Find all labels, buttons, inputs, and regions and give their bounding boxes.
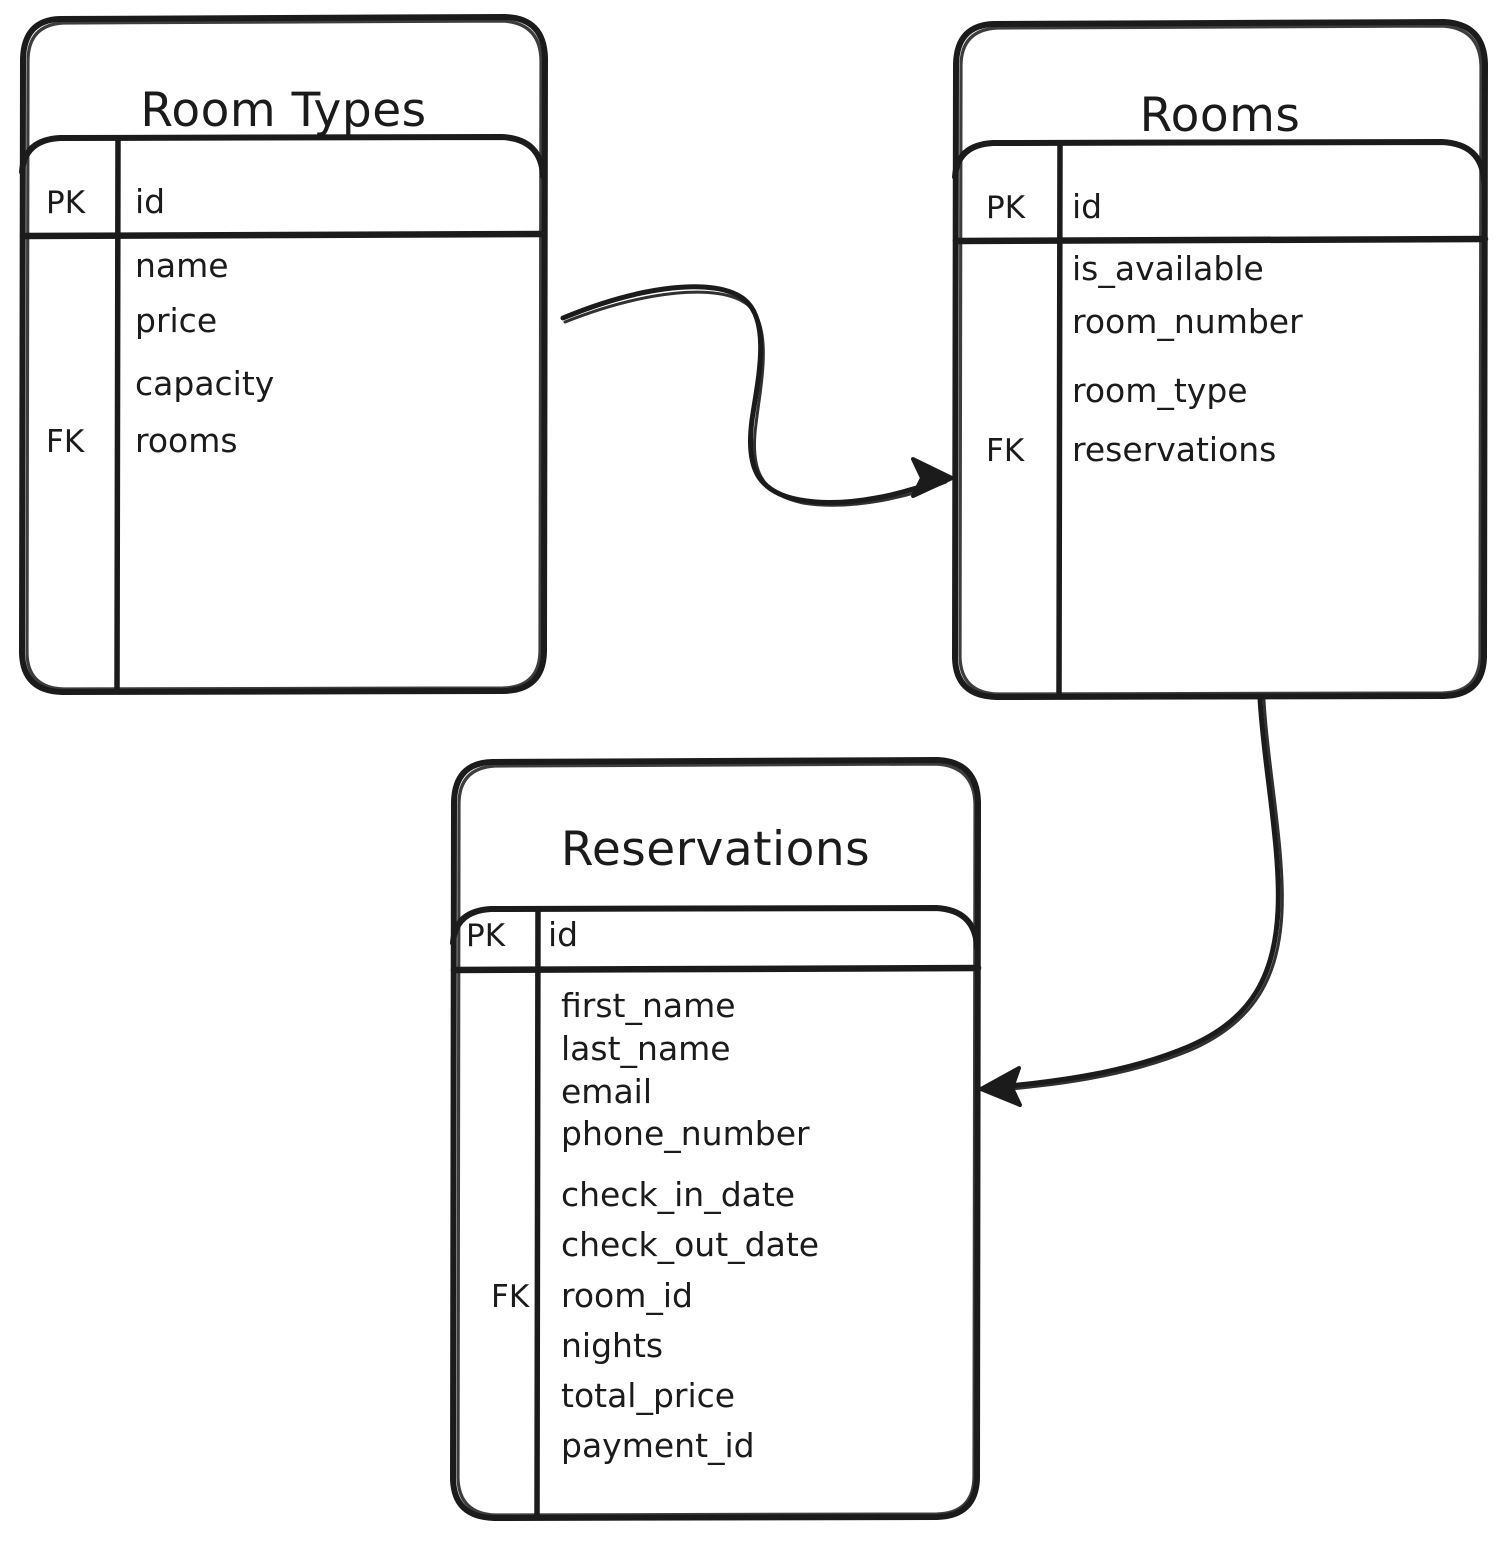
entity-rooms[interactable]: Rooms PK id is_available room_number roo… bbox=[955, 22, 1485, 697]
rooms-fk-label: FK bbox=[986, 433, 1025, 469]
rooms-field-is-available: is_available bbox=[1072, 249, 1264, 288]
reservations-field-phone-number: phone_number bbox=[561, 1114, 810, 1153]
reservations-field-check-out-date: check_out_date bbox=[561, 1225, 820, 1264]
reservations-outer-box bbox=[450, 757, 981, 1521]
reservations-fk-label: FK bbox=[491, 1279, 530, 1315]
reservations-field-check-in-date: check_in_date bbox=[561, 1175, 796, 1214]
arrowhead-reservations bbox=[979, 1066, 1022, 1107]
room-types-divider bbox=[114, 135, 121, 693]
rooms-outer-box bbox=[952, 19, 1488, 700]
reservations-field-total-price: total_price bbox=[561, 1376, 736, 1415]
rooms-field-room-number: room_number bbox=[1072, 302, 1303, 341]
entity-room-types[interactable]: Room Types PK id name price capacity FK … bbox=[22, 17, 545, 692]
room-types-field-price: price bbox=[135, 301, 218, 340]
reservations-field-id: id bbox=[548, 915, 579, 954]
entity-reservations[interactable]: Reservations PK id first_name last_name … bbox=[453, 760, 978, 1518]
reservations-field-first-name: first_name bbox=[561, 986, 736, 1025]
reservations-divider bbox=[534, 906, 541, 1519]
rooms-field-room-type: room_type bbox=[1072, 371, 1248, 410]
rooms-field-id: id bbox=[1072, 187, 1103, 226]
rooms-header-rule bbox=[952, 139, 1489, 245]
reservations-pk-label: PK bbox=[466, 918, 506, 954]
entity-title-room-types: Room Types bbox=[140, 83, 427, 138]
connector-rooms-to-reservations bbox=[979, 695, 1284, 1107]
room-types-outer-box bbox=[19, 14, 548, 695]
rooms-pk-label: PK bbox=[986, 190, 1026, 226]
room-types-field-id: id bbox=[135, 182, 166, 221]
room-types-fk-label: FK bbox=[46, 424, 85, 460]
rooms-field-reservations: reservations bbox=[1072, 430, 1277, 469]
connector-room-types-to-rooms bbox=[560, 284, 954, 507]
reservations-field-room-id: room_id bbox=[561, 1276, 693, 1315]
room-types-pk-label: PK bbox=[46, 185, 86, 221]
reservations-field-email: email bbox=[561, 1072, 653, 1111]
reservations-field-payment-id: payment_id bbox=[561, 1426, 755, 1465]
room-types-field-rooms: rooms bbox=[135, 421, 238, 460]
room-types-header-rule bbox=[19, 134, 548, 240]
reservations-field-last-name: last_name bbox=[561, 1029, 731, 1068]
reservations-field-nights: nights bbox=[561, 1326, 664, 1365]
room-types-field-capacity: capacity bbox=[135, 364, 275, 403]
entity-title-rooms: Rooms bbox=[1139, 88, 1301, 143]
arrowhead-rooms bbox=[911, 457, 954, 498]
entity-title-reservations: Reservations bbox=[560, 822, 871, 877]
room-types-field-name: name bbox=[135, 246, 229, 285]
rooms-divider bbox=[1056, 140, 1063, 698]
reservations-header-rule bbox=[450, 905, 982, 974]
